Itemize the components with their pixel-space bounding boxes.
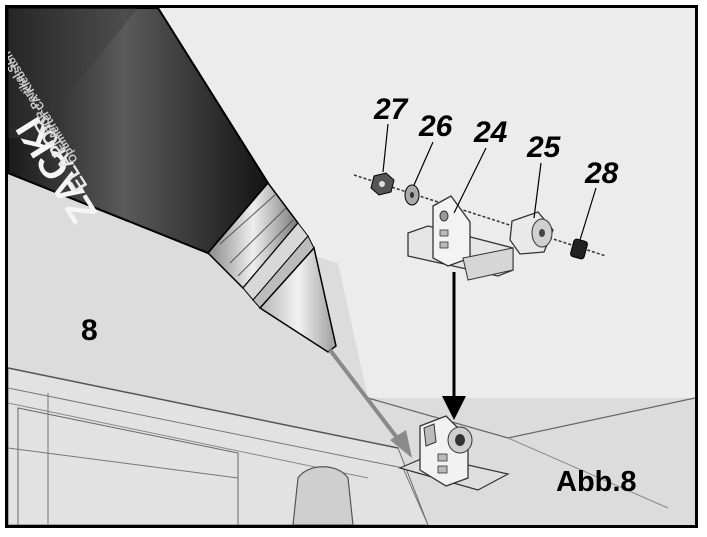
- leader-line-25: [533, 162, 542, 219]
- assembly-arrow: [442, 272, 466, 420]
- part-number-25: 25: [526, 131, 562, 164]
- figure-frame: ZACKI ELAPOR Optimierter CA-Klebstoff EL…: [5, 5, 698, 528]
- part-28-knurled-nut: [570, 238, 588, 260]
- leader-line-24: [453, 147, 487, 214]
- glue-arrow: [328, 348, 412, 458]
- part-26-washer: [404, 184, 420, 206]
- part-25-sleeve: [509, 211, 554, 255]
- part-number-27: 27: [373, 93, 409, 126]
- figure-label: Abb.8: [556, 466, 637, 498]
- leader-line-26: [413, 141, 434, 186]
- hinge-exploded: [353, 172, 607, 281]
- part-number-26: 26: [418, 110, 453, 143]
- part-number-28: 28: [584, 157, 619, 190]
- part-24-hinge: [407, 195, 514, 281]
- leader-line-28: [579, 187, 597, 241]
- step-number: 8: [81, 314, 98, 347]
- wing-surface: [8, 8, 695, 525]
- part-27-nut: [370, 172, 395, 196]
- assembly-illustration: ZACKI ELAPOR Optimierter CA-Klebstoff EL…: [8, 8, 695, 525]
- leader-line-27: [382, 123, 389, 173]
- part-number-24: 24: [473, 116, 508, 149]
- glue-tube: ZACKI ELAPOR Optimierter CA-Klebstoff EL…: [8, 8, 337, 353]
- assembled-hinge: [398, 415, 510, 491]
